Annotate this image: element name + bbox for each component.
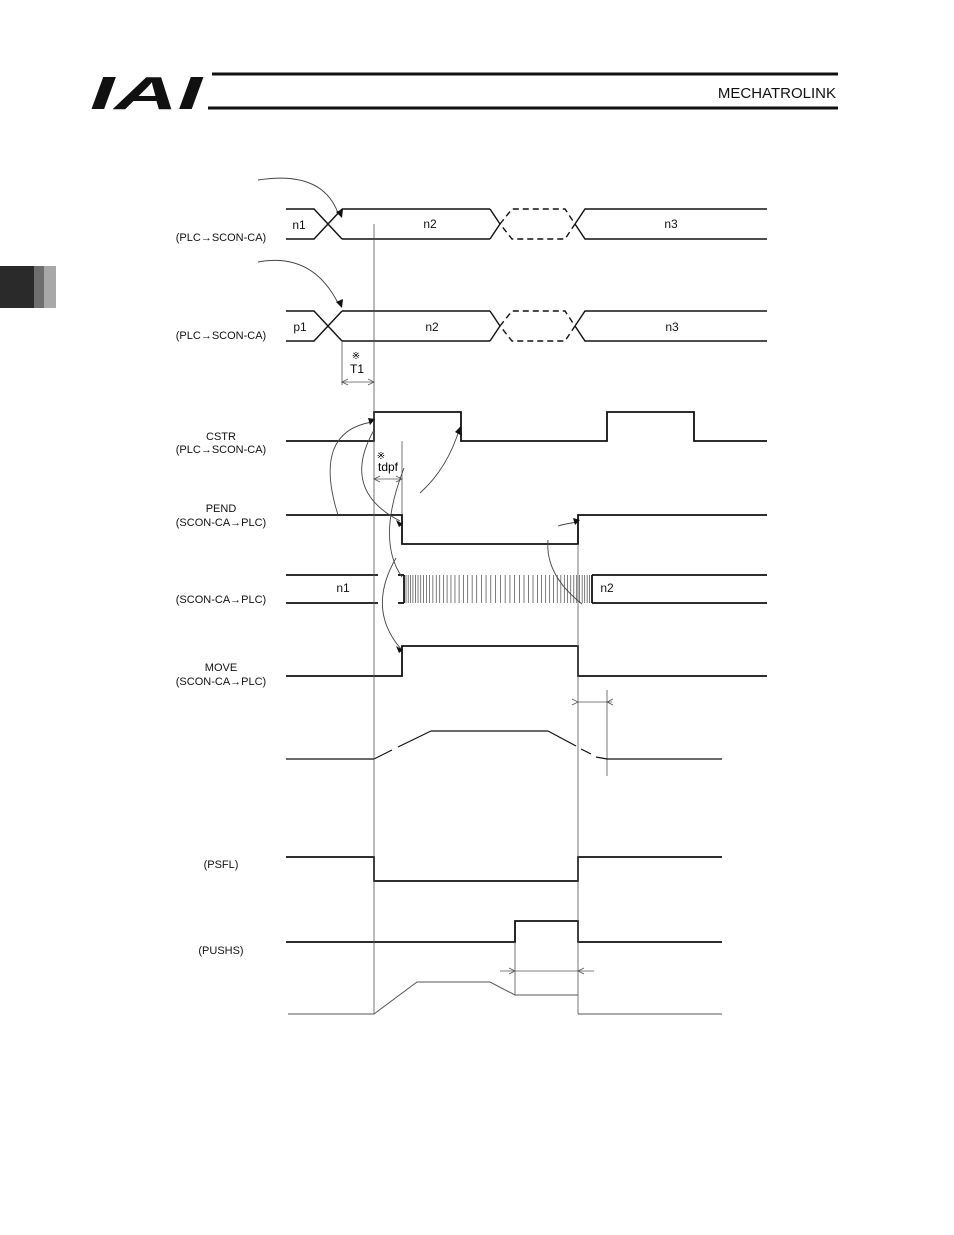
t1-measurement: ※ T1 bbox=[342, 341, 374, 385]
header: IAI MECHATROLINK bbox=[90, 67, 838, 119]
psfl-label: (PSFL) bbox=[204, 859, 239, 871]
bus-value: p1 bbox=[293, 320, 307, 334]
section-title: MECHATROLINK bbox=[718, 85, 836, 102]
bus-value: n2 bbox=[600, 581, 614, 595]
bus-row-5-values: n1 n2 bbox=[336, 581, 614, 595]
cstr-waveform bbox=[286, 412, 767, 441]
signal-2-direction: (PLC→SCON-CA) bbox=[176, 330, 266, 342]
cstr-direction: (PLC→SCON-CA) bbox=[176, 444, 266, 456]
bus-row-2 bbox=[286, 311, 767, 341]
current-profile bbox=[288, 982, 722, 1014]
t1-label: T1 bbox=[350, 362, 364, 376]
position-change-hatch bbox=[406, 575, 589, 603]
tdpf-label: tdpf bbox=[378, 460, 399, 474]
tdpf-measurement: ※ tdpf bbox=[374, 441, 402, 520]
speed-profile bbox=[286, 731, 722, 759]
bus-value: n1 bbox=[336, 581, 350, 595]
reference-lines bbox=[374, 224, 578, 1014]
pushs-waveform bbox=[286, 921, 722, 942]
bus-value: n2 bbox=[423, 217, 437, 231]
move-waveform bbox=[286, 646, 767, 676]
pushs-label: (PUSHS) bbox=[198, 945, 243, 957]
move-direction: (SCON-CA→PLC) bbox=[176, 676, 266, 688]
pend-waveform bbox=[286, 515, 767, 544]
push-measurement bbox=[500, 942, 594, 995]
pend-direction: (SCON-CA→PLC) bbox=[176, 517, 266, 529]
signal-5-direction: (SCON-CA→PLC) bbox=[176, 594, 266, 606]
signal-labels: (PLC→SCON-CA) (PLC→SCON-CA) CSTR (PLC→SC… bbox=[176, 232, 266, 957]
bus-value: n2 bbox=[425, 320, 439, 334]
move-label: MOVE bbox=[205, 662, 237, 674]
arrow-heads bbox=[336, 209, 580, 653]
pend-label: PEND bbox=[206, 503, 237, 515]
bus-value: n3 bbox=[665, 320, 679, 334]
t1-mark: ※ bbox=[352, 351, 360, 362]
causal-arrows bbox=[258, 178, 582, 650]
cstr-label: CSTR bbox=[206, 431, 236, 443]
bus-value: n1 bbox=[292, 218, 306, 232]
bus-row-1 bbox=[286, 209, 767, 239]
bus-value: n3 bbox=[664, 217, 678, 231]
psfl-waveform bbox=[286, 857, 722, 881]
bus-row-1-values: n1 n2 n3 bbox=[292, 217, 678, 232]
bus-row-5 bbox=[286, 575, 767, 603]
bus-row-2-values: p1 n2 n3 bbox=[293, 320, 679, 334]
iai-logo: IAI bbox=[90, 67, 204, 119]
signal-1-direction: (PLC→SCON-CA) bbox=[176, 232, 266, 244]
